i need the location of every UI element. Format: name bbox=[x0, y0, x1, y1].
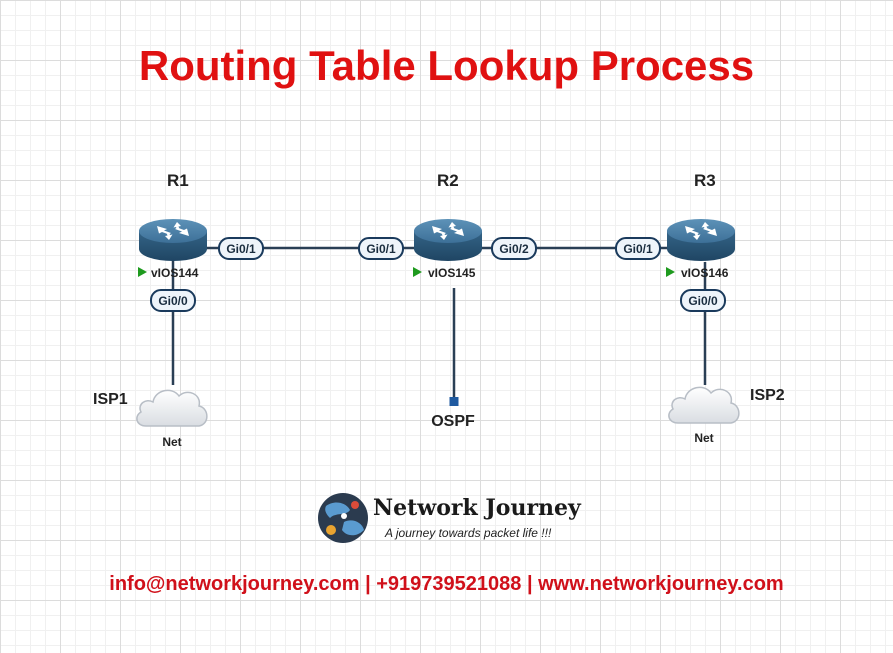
router-label-r2: R2 bbox=[437, 171, 459, 190]
iface-badge-r1-gi01[interactable]: Gi0/1 bbox=[218, 237, 264, 260]
logo-title: Network Journey bbox=[373, 495, 582, 521]
diagram-title: Routing Table Lookup Process bbox=[138, 42, 755, 89]
svg-text:Gi0/1: Gi0/1 bbox=[366, 242, 396, 256]
ospf-endpoint bbox=[449, 397, 459, 406]
status-arrow-icon bbox=[413, 267, 422, 277]
logo: Network Journey A journey towards packet… bbox=[318, 493, 582, 543]
iface-badge-r3-gi01[interactable]: Gi0/1 bbox=[615, 237, 661, 260]
iface-badge-r2-gi01[interactable]: Gi0/1 bbox=[358, 237, 404, 260]
status-arrow-icon bbox=[138, 267, 147, 277]
status-arrow-icon bbox=[666, 267, 675, 277]
iface-badge-r3-gi00[interactable]: Gi0/0 bbox=[680, 289, 726, 312]
svg-text:Gi0/0: Gi0/0 bbox=[158, 294, 188, 308]
ospf-label: OSPF bbox=[431, 413, 475, 430]
svg-text:Gi0/2: Gi0/2 bbox=[499, 242, 529, 256]
hostname-r1: vIOS144 bbox=[151, 266, 199, 280]
hostname-r3: vIOS146 bbox=[681, 266, 729, 280]
svg-text:Gi0/1: Gi0/1 bbox=[623, 242, 653, 256]
hostname-r2: vIOS145 bbox=[428, 266, 476, 280]
iface-badge-r2-gi02[interactable]: Gi0/2 bbox=[491, 237, 537, 260]
globe-icon bbox=[318, 493, 368, 543]
cloud-label-isp2: ISP2 bbox=[750, 387, 785, 404]
cloud-isp1[interactable] bbox=[136, 389, 208, 427]
router-r2[interactable] bbox=[414, 219, 482, 261]
logo-tagline: A journey towards packet life !!! bbox=[384, 526, 552, 540]
router-r3[interactable] bbox=[667, 219, 735, 261]
svg-text:Gi0/0: Gi0/0 bbox=[688, 294, 718, 308]
contact-footer: info@networkjourney.com | +919739521088 … bbox=[109, 573, 784, 595]
cloud-label-isp1: ISP1 bbox=[93, 391, 128, 408]
router-r1[interactable] bbox=[139, 219, 207, 261]
router-label-r1: R1 bbox=[167, 171, 189, 190]
cloud-isp2[interactable] bbox=[668, 386, 740, 424]
cloud-caption-isp2: Net bbox=[694, 431, 713, 445]
router-label-r3: R3 bbox=[694, 171, 716, 190]
iface-badge-r1-gi00[interactable]: Gi0/0 bbox=[150, 289, 196, 312]
svg-text:Gi0/1: Gi0/1 bbox=[226, 242, 256, 256]
cloud-caption-isp1: Net bbox=[162, 435, 181, 449]
